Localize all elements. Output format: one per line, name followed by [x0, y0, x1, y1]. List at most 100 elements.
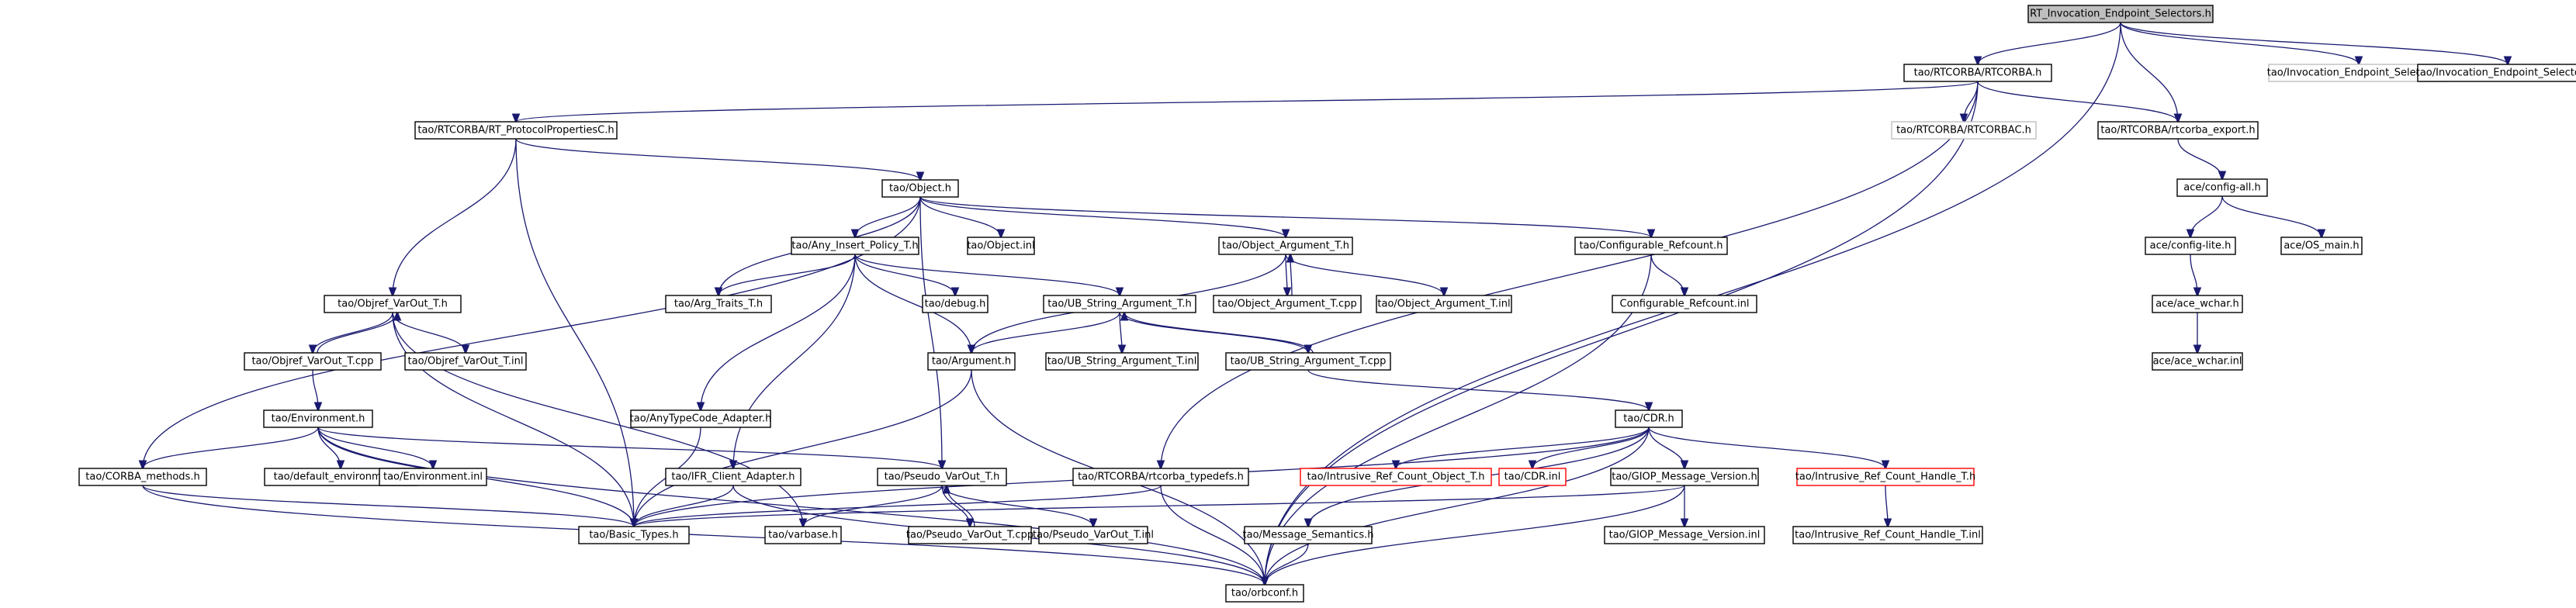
file-node-tao-message-semantics-h[interactable]: tao/Message_Semantics.h [1243, 526, 1374, 544]
node-label: tao/Environment.h [272, 413, 365, 425]
node-label: Configurable_Refcount.inl [1620, 299, 1750, 310]
file-node-tao-object-argument-t-inl[interactable]: tao/Object_Argument_T.inl [1376, 295, 1512, 313]
include-edge [1532, 427, 1650, 468]
include-edge [2120, 22, 2508, 64]
node-box [1045, 352, 1199, 371]
file-node-ace-config-all-h[interactable]: ace/config-all.h [2176, 178, 2268, 197]
include-edge [2190, 195, 2223, 237]
node-box [1610, 468, 1759, 486]
file-node-tao-ub-string-argument-t-cpp[interactable]: tao/UB_String_Argument_T.cpp [1225, 352, 1391, 371]
file-node-tao-intrusive-ref-count-handle-t-inl[interactable]: tao/Intrusive_Ref_Count_Handle_T.inl [1792, 526, 1983, 544]
file-node-tao-invocation-endpoint-selectors-h[interactable]: tao/Invocation_Endpoint_Selectors.h [2416, 64, 2576, 82]
include-edge [971, 312, 1120, 353]
file-node-tao-intrusive-ref-count-handle-t-h[interactable]: tao/Intrusive_Ref_Count_Handle_T.h [1795, 468, 1975, 486]
file-node-tao-object-h[interactable]: tao/Object.h [881, 179, 959, 198]
file-node-tao-rtcorba-rtcorba-h[interactable]: tao/RTCORBA/RTCORBA.h [1903, 64, 2052, 82]
file-node-tao-rtcorba-rt-protocolpropertiesc-h[interactable]: tao/RTCORBA/RT_ProtocolPropertiesC.h [414, 121, 618, 140]
node-label: tao/default_environment.h [274, 472, 408, 483]
file-node-tao-any-insert-policy-t-h[interactable]: tao/Any_Insert_Policy_T.h [791, 237, 919, 255]
file-node-tao-cdr-inl[interactable]: tao/CDR.inl [1498, 468, 1567, 486]
file-node-tao-intrusive-ref-count-object-t-h[interactable]: tao/Intrusive_Ref_Count_Object_T.h [1300, 468, 1492, 486]
file-node-ace-os-main-h[interactable]: ace/OS_main.h [2280, 237, 2363, 255]
file-node-tao-giop-message-version-inl[interactable]: tao/GIOP_Message_Version.inl [1604, 526, 1765, 544]
include-edge [733, 254, 856, 468]
file-node-configurable-refcount-inl[interactable]: Configurable_Refcount.inl [1612, 295, 1757, 313]
include-edge [142, 485, 634, 527]
file-node-tao-pseudo-varout-t-inl[interactable]: tao/Pseudo_VarOut_T.inl [1033, 526, 1154, 544]
node-box [1615, 409, 1683, 428]
file-node-tao-pseudo-varout-t-h[interactable]: tao/Pseudo_VarOut_T.h [877, 468, 1007, 486]
file-node-tao-argument-h[interactable]: tao/Argument.h [927, 352, 1016, 371]
node-label: tao/Argument.h [932, 356, 1011, 368]
node-box [1376, 295, 1512, 313]
include-edge [718, 254, 856, 295]
node-box [1213, 295, 1362, 313]
file-node-tao-debug-h[interactable]: tao/debug.h [922, 295, 989, 313]
include-edge [919, 196, 1651, 237]
node-label: ace/OS_main.h [2283, 240, 2359, 252]
file-node-ace-ace-wchar-inl[interactable]: ace/ace_wchar.inl [2152, 352, 2243, 371]
node-box [414, 121, 618, 140]
file-node-tao-object-argument-t-h[interactable]: tao/Object_Argument_T.h [1218, 237, 1353, 255]
include-edge [515, 138, 634, 527]
node-label: tao/Basic_Types.h [589, 530, 678, 541]
file-node-tao-object-argument-t-cpp[interactable]: tao/Object_Argument_T.cpp [1213, 295, 1362, 313]
file-node-tao-giop-message-version-h[interactable]: tao/GIOP_Message_Version.h [1610, 468, 1759, 486]
node-label: tao/Invocation_Endpoint_Selectors.h [2267, 67, 2451, 79]
file-node-tao-basic-types-h[interactable]: tao/Basic_Types.h [578, 526, 690, 544]
node-box [2176, 178, 2268, 197]
file-node-tao-environment-h[interactable]: tao/Environment.h [263, 409, 373, 428]
include-edge [317, 427, 942, 468]
include-edge [1265, 254, 1652, 585]
include-edge [1396, 427, 1650, 468]
file-node-tao-objref-varout-t-inl[interactable]: tao/Objref_VarOut_T.inl [404, 352, 527, 371]
include-edge [1265, 485, 1685, 585]
file-node-tao-ub-string-argument-t-inl[interactable]: tao/UB_String_Argument_T.inl [1045, 352, 1199, 371]
file-node-tao-rtcorba-rtcorba-export-h[interactable]: tao/RTCORBA/rtcorba_export.h [2097, 121, 2259, 140]
file-node-tao-ifr-client-adapter-h[interactable]: tao/IFR_Client_Adapter.h [665, 468, 802, 486]
file-node-tao-configurable-refcount-h[interactable]: tao/Configurable_Refcount.h [1574, 237, 1728, 255]
include-edge [854, 254, 1120, 295]
file-node-ace-ace-wchar-h[interactable]: ace/ace_wchar.h [2152, 295, 2243, 313]
file-node-tao-default-environment-h[interactable]: tao/default_environment.h [264, 468, 417, 486]
node-box [1612, 295, 1757, 313]
node-label: tao/CDR.h [1623, 413, 1674, 425]
node-label: tao/RTCORBA/RTCORBA.h [1914, 67, 2042, 79]
file-node-tao-invocation-endpoint-selectors-h[interactable]: tao/Invocation_Endpoint_Selectors.h [2267, 64, 2451, 82]
file-node-tao-pseudo-varout-t-cpp[interactable]: tao/Pseudo_VarOut_T.cpp [906, 526, 1034, 544]
file-node-tao-objref-varout-t-h[interactable]: tao/Objref_VarOut_T.h [324, 295, 462, 313]
node-label: tao/Objref_VarOut_T.cpp [251, 356, 373, 368]
node-box [1792, 526, 1983, 544]
node-box [1244, 526, 1373, 544]
node-box [1574, 237, 1728, 255]
file-node-tao-orbconf-h[interactable]: tao/orbconf.h [1225, 584, 1304, 603]
node-box [2027, 5, 2214, 23]
file-node-tao-arg-traits-t-h[interactable]: tao/Arg_Traits_T.h [665, 295, 772, 313]
file-node-tao-rtcorba-rtcorba-typedefs-h[interactable]: tao/RTCORBA/rtcorba_typedefs.h [1072, 468, 1249, 486]
node-box [1218, 237, 1353, 255]
include-edge [2120, 22, 2359, 64]
file-node-tao-environment-inl[interactable]: tao/Environment.inl [379, 468, 487, 486]
file-node-tao-rtcorba-rtcorbac-h[interactable]: tao/RTCORBA/RTCORBAC.h [1891, 121, 2037, 140]
node-label: ace/ace_wchar.inl [2153, 356, 2242, 368]
node-box [1225, 352, 1391, 371]
node-label: tao/GIOP_Message_Version.h [1612, 472, 1757, 483]
node-box [379, 468, 487, 486]
node-label: tao/UB_String_Argument_T.inl [1047, 356, 1197, 368]
file-node-tao-objref-varout-t-cpp[interactable]: tao/Objref_VarOut_T.cpp [244, 352, 382, 371]
node-label: tao/Object_Argument_T.inl [1377, 299, 1510, 310]
node-label: tao/RTCORBA/RTCORBAC.h [1896, 125, 2031, 136]
include-edge [317, 427, 1265, 585]
file-node-tao-ub-string-argument-t-h[interactable]: tao/UB_String_Argument_T.h [1043, 295, 1196, 313]
node-label: tao/Environment.inl [383, 472, 483, 483]
file-node-tao-anytypecode-adapter-h[interactable]: tao/AnyTypeCode_Adapter.h [630, 409, 772, 428]
file-node-tao-corba-methods-h[interactable]: tao/CORBA_methods.h [78, 468, 207, 486]
node-box [922, 295, 989, 313]
include-edge [1286, 254, 1287, 295]
file-node-ace-config-lite-h[interactable]: ace/config-lite.h [2145, 237, 2236, 255]
file-node-rt-invocation-endpoint-selectors-h[interactable]: RT_Invocation_Endpoint_Selectors.h [2027, 5, 2214, 23]
include-edge [317, 427, 341, 468]
file-node-tao-object-inl[interactable]: tao/Object.inl [967, 237, 1035, 255]
file-node-tao-cdr-h[interactable]: tao/CDR.h [1615, 409, 1683, 428]
file-node-tao-varbase-h[interactable]: tao/varbase.h [764, 526, 842, 544]
